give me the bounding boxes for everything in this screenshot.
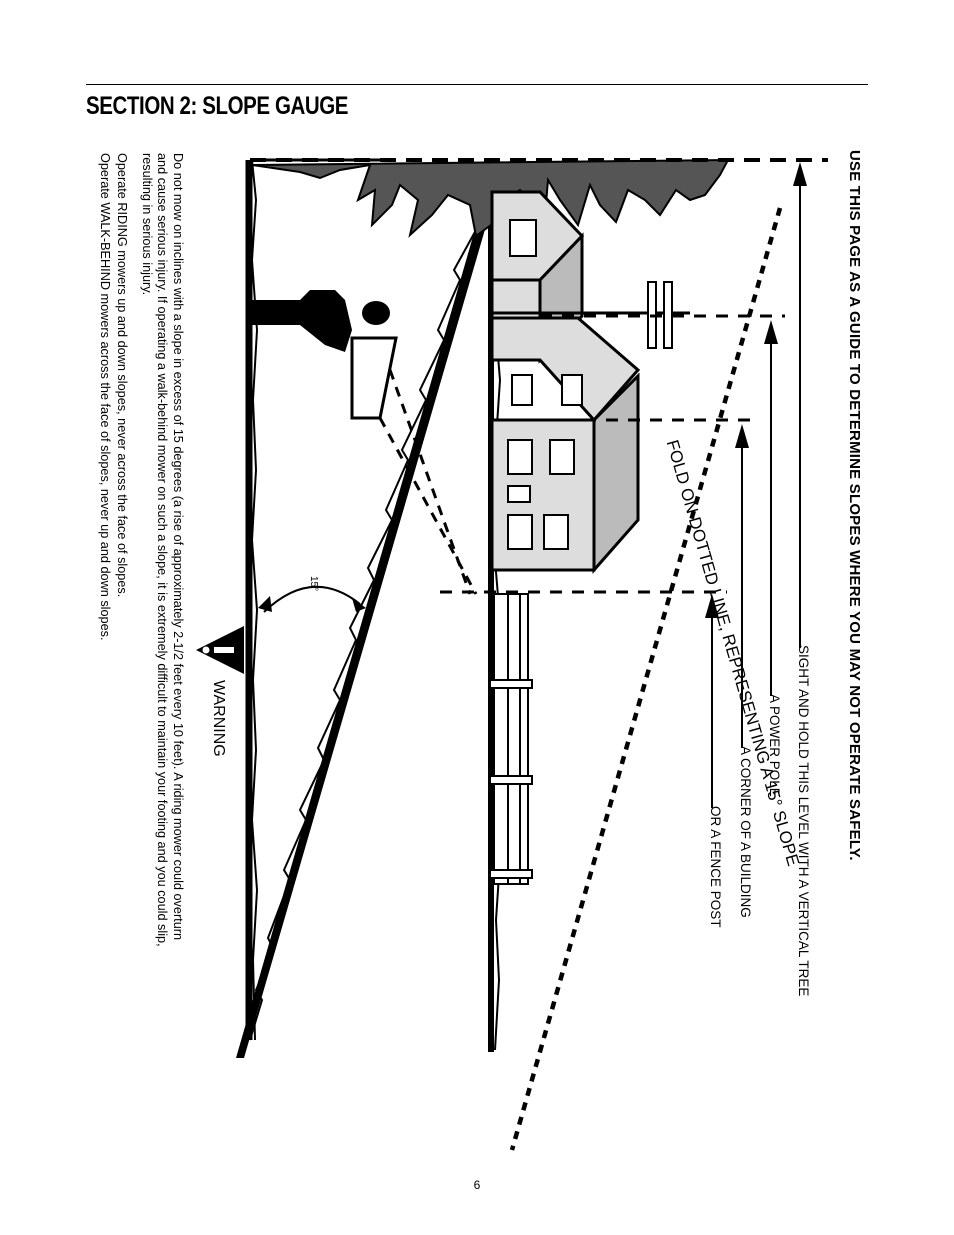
label-building-corner: A CORNER OF A BUILDING [738,746,753,918]
sight-lines [378,369,478,595]
warning-text-line-3: resulting in serious injury. [140,153,154,296]
section-title: SECTION 2: SLOPE GAUGE [86,92,349,120]
label-fence-post: OR A FENCE POST [708,806,723,928]
guide-arrows [705,162,807,808]
fence [489,593,533,885]
page-number: 6 [473,1178,481,1192]
tree [250,158,730,238]
label-vertical-tree: SIGHT AND HOLD THIS LEVEL WITH A VERTICA… [796,645,811,997]
angle-arc [258,585,366,613]
fold-dotted-line [509,207,783,1151]
level-dashed-lines [250,158,828,594]
ground-line [245,159,259,1041]
warning-label: WARNING [210,680,227,757]
sloped-ground [236,226,486,1058]
warning-text-line-1: Do not mow on inclines with a slope in e… [171,153,185,941]
top-rule [86,84,868,85]
buildings [490,190,641,574]
warning-text-line-5: Operate WALK-BEHIND mowers across the fa… [98,153,112,641]
warning-text-line-4: Operate RIDING mowers up and down slopes… [115,153,129,598]
headline: USE THIS PAGE AS A GUIDE TO DETERMINE SL… [846,150,863,861]
angle-label: 15° [308,576,319,592]
warning-icon [196,626,244,674]
person-silhouette [252,290,398,420]
warning-text-line-2: and cause serious injury. If operating a… [155,153,169,947]
